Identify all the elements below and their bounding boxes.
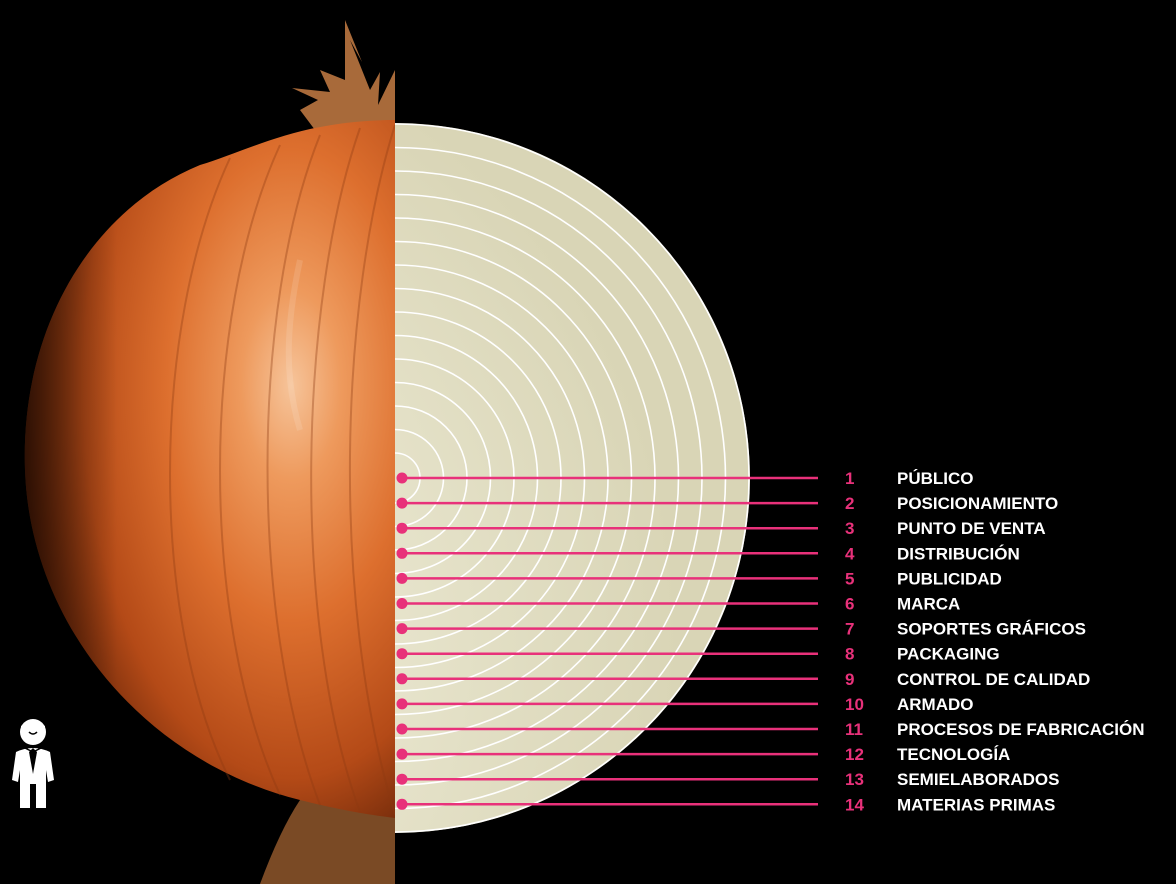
layer-label: ARMADO [897,695,974,714]
layer-number: 3 [845,519,854,538]
layer-label: DISTRIBUCIÓN [897,544,1020,563]
callout-dot [397,698,408,709]
callout-dot [397,623,408,634]
callout-dot [397,724,408,735]
layer-label: MARCA [897,595,960,614]
layer-number: 13 [845,770,864,789]
layer-number: 14 [845,795,864,814]
callout-dot [397,573,408,584]
layer-number: 11 [845,720,863,739]
callout-dot [397,523,408,534]
callout-dot [397,774,408,785]
layer-number: 4 [845,544,855,563]
layer-number: 1 [845,469,854,488]
layer-label: PACKAGING [897,645,1000,664]
callout-dot [397,498,408,509]
callout-dot [397,598,408,609]
layer-number: 6 [845,595,854,614]
callout-dot [397,799,408,810]
layer-label: SEMIELABORADOS [897,770,1059,789]
layer-label: PROCESOS DE FABRICACIÓN [897,720,1144,739]
layer-label: PUNTO DE VENTA [897,519,1046,538]
layer-label: SOPORTES GRÁFICOS [897,620,1086,639]
layer-number: 7 [845,620,854,639]
onion-skin-half [25,20,395,884]
layer-label: MATERIAS PRIMAS [897,795,1055,814]
layer-labels: 1 PÚBLICO 2 POSICIONAMIENTO 3 PUNTO DE VENTA 4… [845,469,1144,814]
callout-dot [397,749,408,760]
layer-number: 9 [845,670,854,689]
layer-number: 5 [845,569,854,588]
layer-number: 10 [845,695,864,714]
layer-label: TECNOLOGÍA [897,745,1010,764]
layer-label: PÚBLICO [897,469,974,488]
businessman-icon [12,719,54,808]
callout-dot [397,648,408,659]
layer-label: POSICIONAMIENTO [897,494,1058,513]
callout-dot [397,473,408,484]
layer-number: 12 [845,745,864,764]
layer-number: 2 [845,494,854,513]
callout-dot [397,548,408,559]
callout-dot [397,673,408,684]
layer-label: CONTROL DE CALIDAD [897,670,1090,689]
layer-label: PUBLICIDAD [897,569,1002,588]
layer-number: 8 [845,645,854,664]
